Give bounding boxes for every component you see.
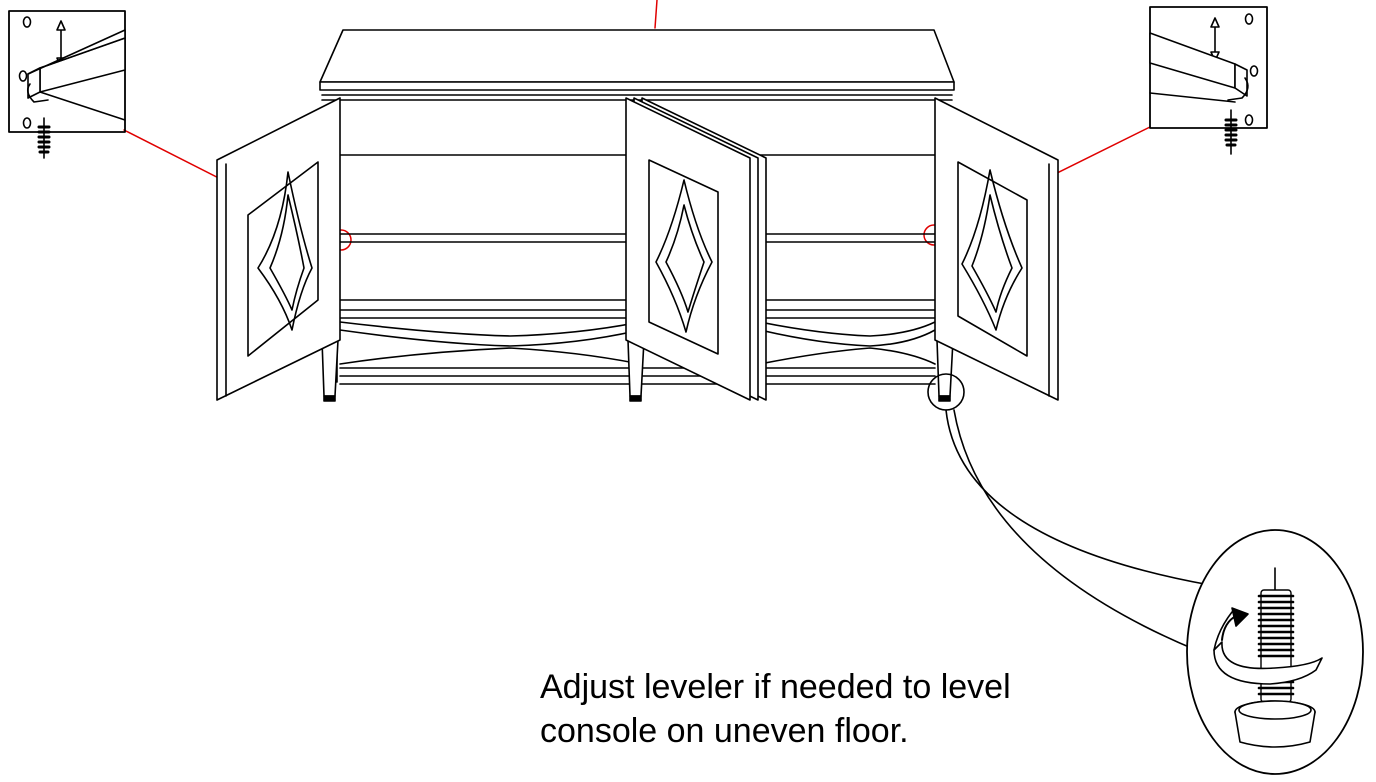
hinge-detail-left <box>8 10 126 159</box>
right-door <box>934 97 1059 401</box>
hinge-detail-right <box>1149 6 1268 155</box>
middle-door <box>625 97 767 401</box>
instruction-line-2: console on uneven floor. <box>540 712 909 750</box>
instruction-line-1: Adjust leveler if needed to level <box>540 668 1011 706</box>
instruction-text: Adjust leveler if needed to level consol… <box>540 665 1180 753</box>
screw-threads <box>37 125 51 154</box>
left-door <box>216 97 341 401</box>
console-cabinet <box>319 29 955 402</box>
leveler-foot-icon <box>1213 567 1323 748</box>
